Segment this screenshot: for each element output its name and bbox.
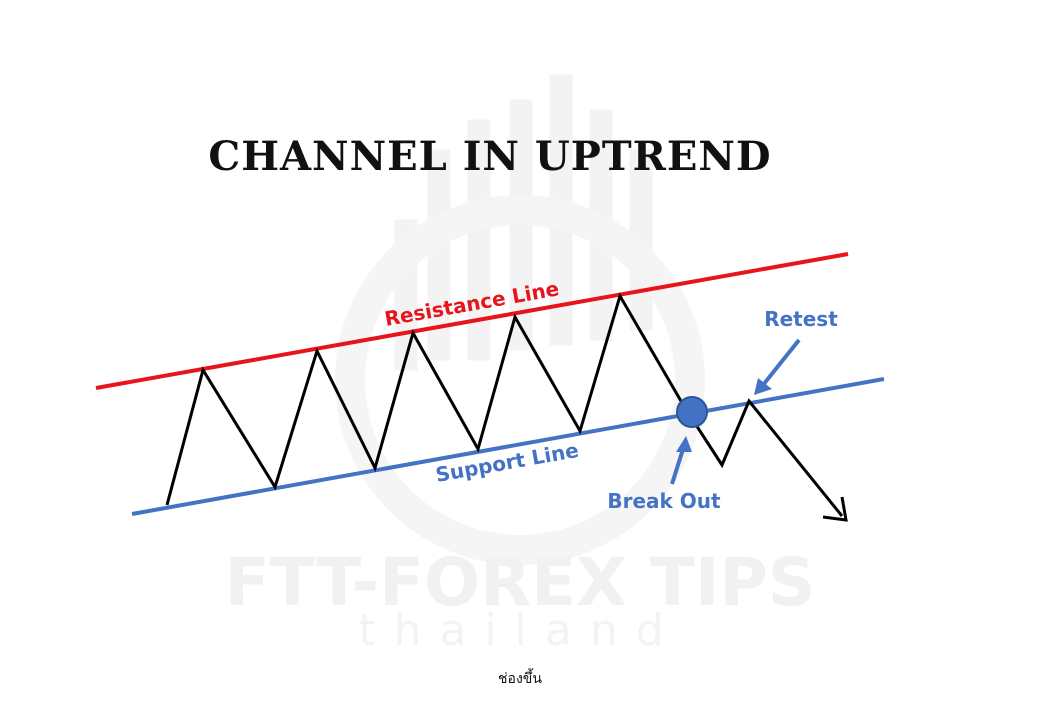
- break-out-arrow: [670, 445, 686, 485]
- break-out-label: Break Out: [607, 489, 721, 513]
- break-out-arrowhead: [676, 436, 692, 452]
- diagram-title: CHANNEL IN UPTREND: [208, 133, 771, 180]
- retest-arrow: [761, 338, 801, 387]
- break-out-point: [676, 396, 708, 428]
- resistance-line: [95, 252, 849, 390]
- watermark-brand: FTT-FOREX TIPS: [225, 544, 816, 621]
- retest-arrowhead: [754, 378, 772, 395]
- watermark-sub: thailand: [358, 605, 681, 656]
- support-line: [131, 377, 885, 516]
- caption: ช่องขึ้น: [498, 671, 542, 687]
- retest-label: Retest: [764, 307, 838, 331]
- price-arrowhead: [822, 496, 848, 522]
- watermark: FTT-FOREX TIPS thailand: [225, 74, 816, 656]
- price-zigzag-line: [165, 292, 844, 517]
